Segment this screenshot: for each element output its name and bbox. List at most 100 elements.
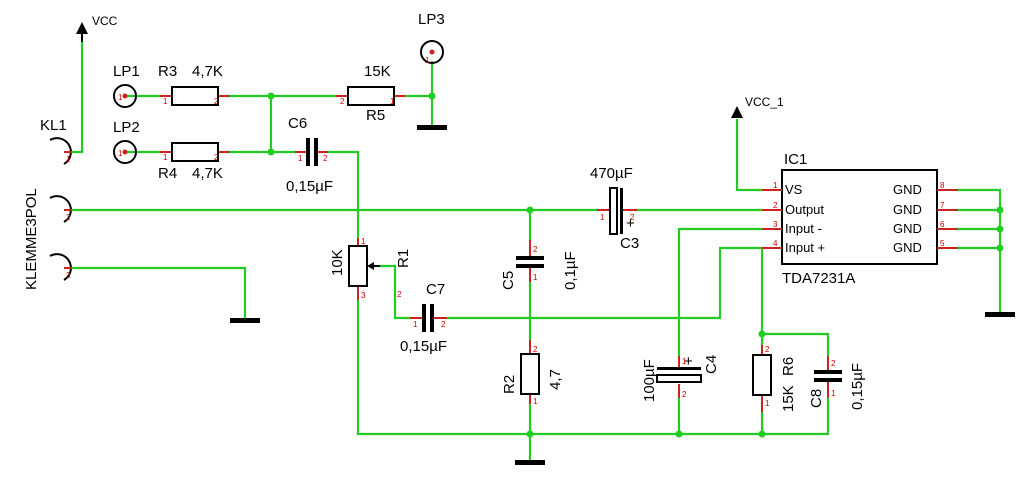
ic1-pin-input-plus: Input + xyxy=(785,240,825,255)
r4-name: R4 xyxy=(158,165,177,182)
svg-text:1: 1 xyxy=(361,237,366,246)
potentiometer-r1: 1 3 2 10K R1 xyxy=(329,237,412,300)
r5-name: R5 xyxy=(366,107,385,124)
svg-text:1: 1 xyxy=(163,153,168,162)
junctions xyxy=(267,92,1004,438)
svg-text:1: 1 xyxy=(298,154,303,163)
svg-text:1: 1 xyxy=(163,97,168,106)
c3-plus: + xyxy=(626,215,635,232)
svg-text:2: 2 xyxy=(323,154,328,163)
c3-value: 470µF xyxy=(590,165,633,182)
c7-name: C7 xyxy=(426,281,445,298)
lp3-name: LP3 xyxy=(418,11,445,28)
svg-text:5: 5 xyxy=(940,239,945,248)
svg-text:2: 2 xyxy=(340,97,345,106)
svg-text:2: 2 xyxy=(773,201,778,210)
ground-lp3 xyxy=(417,125,447,130)
capacitor-c8: 2 1 C8 0,15µF xyxy=(808,356,866,410)
ic-tda7231a: IC1 TDA7231A 1 2 3 4 VS Output Input - I… xyxy=(762,151,958,287)
svg-text:1: 1 xyxy=(765,399,770,408)
svg-text:2: 2 xyxy=(214,97,219,106)
ground-symbols xyxy=(230,125,1015,465)
svg-text:3: 3 xyxy=(361,291,366,300)
svg-text:8: 8 xyxy=(940,181,945,190)
r5-value: 15K xyxy=(364,63,391,80)
capacitor-c4: 1 2 + 100µF C4 xyxy=(641,353,720,402)
svg-text:1: 1 xyxy=(425,56,430,65)
r6-name: R6 xyxy=(780,357,797,376)
c6-value: 0,15µF xyxy=(286,178,333,195)
c4-value: 100µF xyxy=(641,359,658,402)
ic1-pin-gnd-8: GND xyxy=(893,182,922,197)
capacitor-c7: 1 2 C7 0,15µF xyxy=(400,281,447,355)
svg-text:2: 2 xyxy=(765,345,770,354)
svg-text:4: 4 xyxy=(773,239,778,248)
c3-name: C3 xyxy=(620,235,639,252)
c4-plus: + xyxy=(684,353,693,370)
svg-text:1: 1 xyxy=(390,97,395,106)
svg-text:1: 1 xyxy=(682,357,687,366)
c8-name: C8 xyxy=(808,389,825,408)
ground-c5-r2 xyxy=(515,460,545,465)
svg-text:1: 1 xyxy=(600,213,605,222)
svg-text:1: 1 xyxy=(533,397,538,406)
svg-text:3: 3 xyxy=(66,271,71,280)
svg-text:2: 2 xyxy=(66,213,71,222)
ic1-pin-gnd-7: GND xyxy=(893,202,922,217)
resistor-r4: 1 2 R4 4,7K xyxy=(158,142,230,182)
capacitor-c6: 1 2 C6 0,15µF xyxy=(286,115,333,195)
vcc1-label: VCC_1 xyxy=(745,95,784,109)
capacitor-c3: 1 2 + 470µF C3 xyxy=(590,165,639,252)
svg-text:1: 1 xyxy=(413,320,418,329)
ic1-value: TDA7231A xyxy=(782,270,855,287)
r4-value: 4,7K xyxy=(192,165,223,182)
svg-text:7: 7 xyxy=(940,201,945,210)
vcc-supply: VCC xyxy=(76,14,118,42)
c5-value: 0,1µF xyxy=(562,251,579,290)
ic1-pin-input-minus: Input - xyxy=(785,221,822,236)
r3-name: R3 xyxy=(158,63,177,80)
lp1-name: LP1 xyxy=(113,63,140,80)
svg-text:3: 3 xyxy=(773,220,778,229)
c7-value: 0,15µF xyxy=(400,338,447,355)
svg-text:1: 1 xyxy=(831,389,836,398)
wires xyxy=(68,38,1002,462)
vcc1-supply: VCC_1 xyxy=(731,95,784,118)
svg-text:1: 1 xyxy=(66,155,71,164)
svg-text:2: 2 xyxy=(682,390,687,399)
svg-text:2: 2 xyxy=(397,290,402,299)
ic1-pin-gnd-6: GND xyxy=(893,221,922,236)
ic1-pin-output: Output xyxy=(785,202,824,217)
ground-kl1 xyxy=(230,318,260,323)
pad-lp2: 1 LP2 xyxy=(113,119,140,164)
r2-name: R2 xyxy=(501,375,518,394)
svg-text:6: 6 xyxy=(940,220,945,229)
r2-value: 4,7 xyxy=(547,369,564,390)
pad-lp3: 1 LP3 xyxy=(418,11,445,65)
svg-text:2: 2 xyxy=(533,245,538,254)
r1-name: R1 xyxy=(395,249,412,268)
resistor-r3: 1 2 R3 4,7K xyxy=(158,63,230,106)
capacitor-c5: 2 1 C5 0,1µF xyxy=(500,240,579,290)
r6-value: 15K xyxy=(780,385,797,412)
ic1-pin-vs: VS xyxy=(785,182,803,197)
connector-kl1: 1 2 3 KL1 KLEMME3POL xyxy=(23,117,72,290)
c4-name: C4 xyxy=(703,355,720,374)
lp2-name: LP2 xyxy=(113,119,140,136)
ic1-pin-gnd-5: GND xyxy=(893,240,922,255)
ground-ic1 xyxy=(985,312,1015,317)
svg-text:2: 2 xyxy=(214,153,219,162)
svg-text:2: 2 xyxy=(533,345,538,354)
svg-text:2: 2 xyxy=(630,213,635,222)
svg-text:2: 2 xyxy=(441,320,446,329)
resistor-r5: 2 1 15K R5 xyxy=(336,63,405,124)
resistor-r2: 2 1 R2 4,7 xyxy=(501,340,564,406)
svg-text:1: 1 xyxy=(118,93,123,102)
svg-text:1: 1 xyxy=(118,149,123,158)
c8-value: 0,15µF xyxy=(849,363,866,410)
svg-text:1: 1 xyxy=(773,181,778,190)
pad-lp1: 1 LP1 xyxy=(113,63,140,108)
svg-text:1: 1 xyxy=(533,273,538,282)
r1-value: 10K xyxy=(329,249,346,276)
